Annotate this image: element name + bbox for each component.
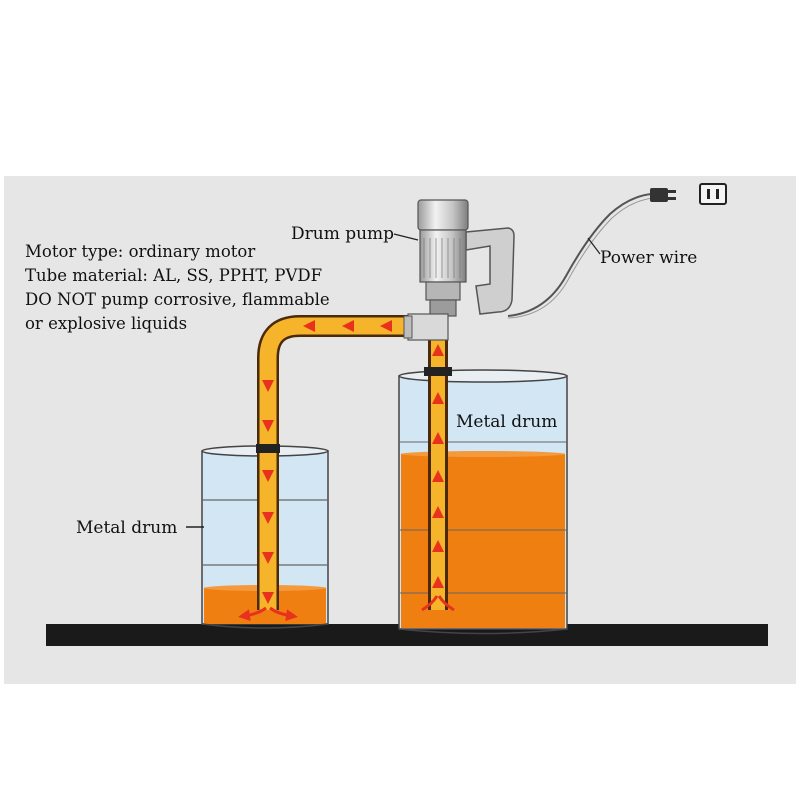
power-wire (507, 193, 655, 319)
drum-pump-leader (393, 233, 419, 241)
drum-pump-label: Drum pump (291, 224, 394, 244)
flow-arrows-hose (262, 320, 392, 604)
power-wire-leader (587, 237, 601, 255)
intake-flow (421, 595, 455, 612)
ground-bar (46, 624, 768, 646)
discharge-hose (256, 315, 420, 610)
plug-icon (650, 188, 676, 202)
tube-material-note: Tube material: AL, SS, PPHT, PVDF (25, 266, 322, 285)
metal-drum-left-label: Metal drum (76, 518, 177, 538)
flow-arrows-tube (432, 344, 444, 588)
discharge-splash (238, 606, 298, 622)
motor-type-note: Motor type: ordinary motor (25, 242, 255, 261)
warning-note-line1: DO NOT pump corrosive, flammable (25, 290, 330, 309)
warning-note-line2: or explosive liquids (25, 314, 187, 333)
power-wire-label: Power wire (600, 248, 697, 268)
metal-drum-right-label: Metal drum (456, 412, 557, 432)
drum-pump-head (403, 199, 515, 341)
outlet-icon (699, 183, 727, 205)
right-metal-drum (398, 369, 568, 635)
